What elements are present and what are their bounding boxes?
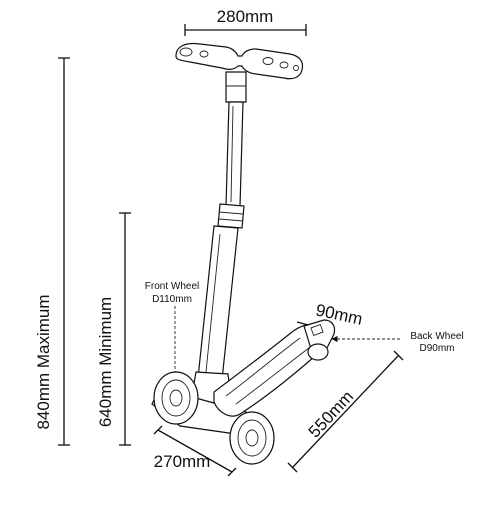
min-height-label: 640mm Minimum [96,297,115,427]
handlebar-width-dimension: 280mm [184,7,307,36]
length-dimension: 550mm [287,350,404,473]
max-height-dimension: 840mm Maximum [34,57,70,446]
front-wheel-size: D110mm [152,294,192,305]
upper-stem [225,101,244,207]
stem-clamp [225,71,247,103]
scooter-illustration [151,42,336,465]
rear-wheel [303,319,336,361]
handlebar-width-label: 280mm [217,7,274,26]
front-wheel-title: Front Wheel [145,281,199,292]
max-height-label: 840mm Maximum [34,294,53,429]
front-left-wheel [153,371,199,425]
height-collar [217,203,245,229]
front-span-label: 270mm [154,452,211,471]
min-height-dimension: 640mm Minimum [96,212,131,446]
handlebar [175,42,304,80]
length-label: 550mm [305,387,358,441]
front-wheel-callout: Front Wheel D110mm [145,281,199,381]
back-wheel-callout: Back Wheel D90mm [331,331,464,354]
back-wheel-size: D90mm [419,343,454,354]
lower-stem [197,225,239,381]
front-span-dimension: 270mm [153,425,237,477]
front-right-wheel [229,411,275,465]
back-wheel-title: Back Wheel [410,331,463,342]
